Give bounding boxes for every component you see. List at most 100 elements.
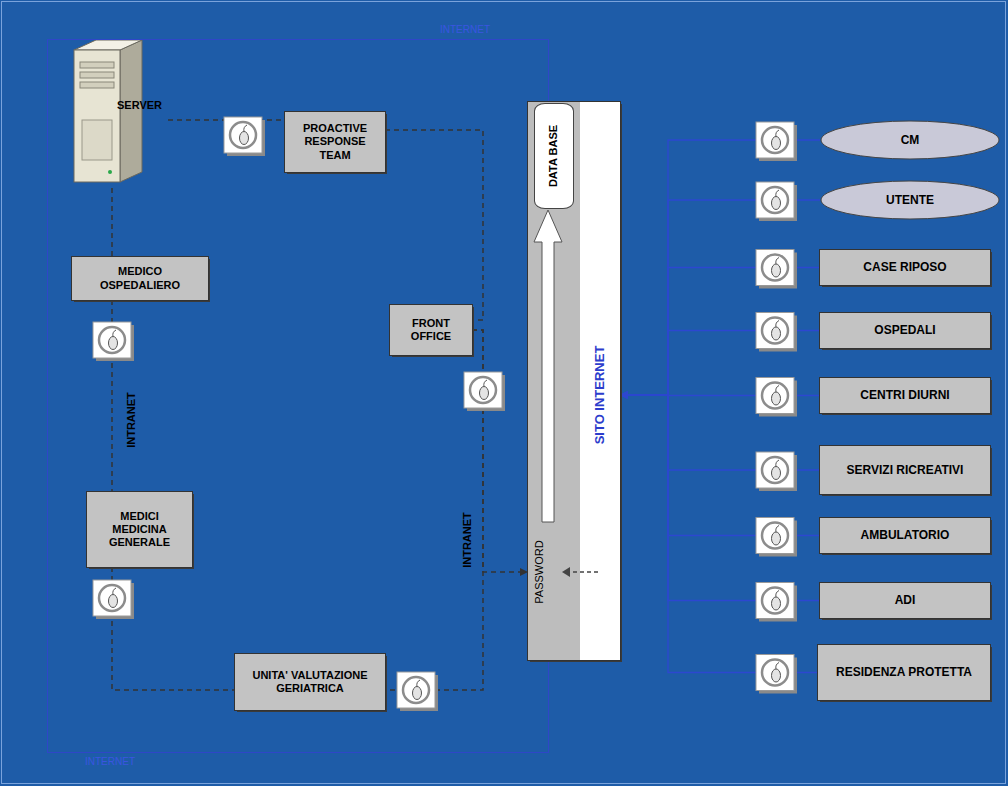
node-text: CENTRI DIURNI (860, 388, 949, 402)
icon-mouse (480, 387, 489, 400)
internet-region: SERVER PROACTIVE RESPONSE TEAM MEDICO OSPE… (48, 40, 548, 752)
icon-mouse (772, 532, 781, 545)
icon-cord (776, 460, 779, 467)
mouse-icon (224, 117, 265, 156)
icon-ring (99, 585, 125, 611)
drive-bay (80, 82, 114, 88)
website-panel: DATA BASE SITO INTERNET PASSWORD (528, 102, 620, 660)
icon-mouse (772, 197, 781, 210)
icon-ring (762, 187, 788, 213)
node-text: RESIDENZA PROTETTA (836, 665, 972, 679)
process-box: MEDICI MEDICINA GENERALE (87, 492, 192, 567)
ellipse-shape (821, 121, 999, 159)
icon-ground (756, 250, 794, 286)
icon-cord (244, 125, 247, 132)
icon-mouse (772, 137, 781, 150)
mouse-icon (756, 182, 797, 221)
icon-cord (776, 130, 779, 137)
icon-ground (756, 452, 794, 488)
ellipse-outline (820, 120, 1000, 160)
password-return-head (562, 567, 570, 577)
mouse-icon (756, 452, 797, 491)
icon-mouse (772, 467, 781, 480)
node-text: AMBULATORIO (861, 528, 950, 542)
node-label: SITO INTERNET (592, 346, 608, 445)
icon-ring (762, 588, 788, 614)
process-box: FRONT OFFICE (390, 305, 472, 355)
mouse-icon (756, 250, 797, 289)
icon-cord (776, 663, 779, 670)
icon-ground (756, 583, 794, 619)
service-box: OSPEDALI (820, 313, 990, 348)
node-text: UNITA' VALUTAZIONE GERIATRICA (240, 669, 380, 695)
mouse-icon (756, 583, 797, 622)
mouse-icon (756, 655, 797, 694)
node-text: OSPEDALI (874, 323, 935, 337)
intranet-connector (111, 188, 113, 257)
icon-ground (756, 313, 794, 349)
node-text: CM (901, 133, 920, 147)
node-text: ADI (895, 593, 916, 607)
password-return-arrow (568, 571, 598, 573)
icon-ground (464, 372, 502, 408)
icon-ground (756, 518, 794, 554)
mouse-icon (93, 322, 134, 361)
icon-mouse (109, 337, 118, 350)
server-front (74, 50, 120, 182)
icon-cord (776, 591, 779, 598)
server-top (74, 40, 142, 50)
server-icon (74, 40, 142, 182)
node-label: DATA BASE (547, 125, 560, 187)
node-label: INTERNET (85, 756, 135, 768)
internet-connector (620, 200, 820, 395)
internet-connector (620, 140, 820, 395)
ellipse-shape (821, 181, 999, 219)
service-box: CASE RIPOSO (820, 250, 990, 285)
process-box: MEDICO OSPEDALIERO (72, 257, 208, 300)
edge-label: INTRANET (461, 512, 473, 568)
icon-cord (776, 258, 779, 265)
intranet-connector (472, 330, 528, 572)
internet-connector (620, 395, 820, 601)
icon-mouse (240, 132, 249, 145)
node-text: MEDICI MEDICINA GENERALE (92, 510, 187, 550)
icon-mouse (772, 264, 781, 277)
server-vent (82, 120, 112, 160)
icon-cord (417, 680, 420, 687)
icon-mouse (772, 327, 781, 340)
icon-ground (756, 378, 794, 414)
server-led (108, 170, 112, 174)
mouse-icon (756, 122, 797, 161)
icon-cord (113, 330, 116, 337)
mouse-icon (397, 672, 438, 711)
node-label: PASSWORD (533, 540, 546, 603)
actor-ellipse: CM (820, 120, 1000, 160)
process-box: UNITA' VALUTAZIONE GERIATRICA (235, 654, 385, 710)
icon-cord (776, 386, 779, 393)
server-side (120, 40, 142, 182)
icon-cord (776, 190, 779, 197)
icon-ground (756, 182, 794, 218)
icon-ring (762, 255, 788, 281)
service-box: CENTRI DIURNI (820, 378, 990, 413)
node-text: SERVIZI RICREATIVI (847, 463, 964, 477)
mouse-icon (756, 378, 797, 417)
mouse-icon (756, 313, 797, 352)
icon-mouse (772, 669, 781, 682)
service-box: ADI (820, 583, 990, 618)
icon-cord (113, 588, 116, 595)
intranet-connector (385, 130, 483, 320)
icon-ring (230, 122, 256, 148)
icon-ring (470, 377, 496, 403)
upload-arrow (534, 210, 562, 522)
actor-ellipse: UTENTE (820, 180, 1000, 220)
icon-ring (762, 383, 788, 409)
server-node: SERVER (62, 38, 168, 188)
database-shape: DATA BASE (535, 104, 573, 208)
process-box: PROACTIVE RESPONSE TEAM (285, 112, 385, 172)
node-label: SERVER (117, 99, 162, 112)
icon-ring (762, 457, 788, 483)
service-box: SERVIZI RICREATIVI (820, 446, 990, 494)
